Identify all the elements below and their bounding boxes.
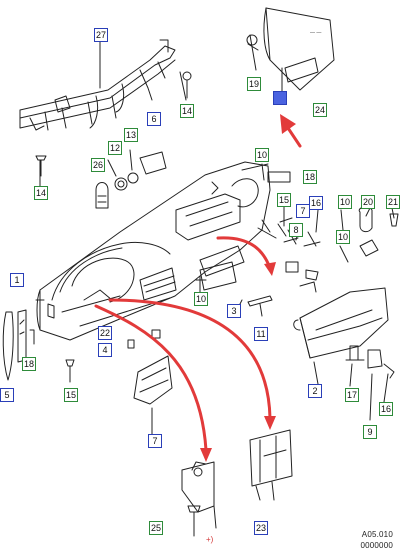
callout-16: 16 — [309, 196, 323, 210]
callout-1: 1 — [10, 273, 24, 287]
callout-selected[interactable] — [273, 91, 287, 105]
callout-10: 10 — [255, 148, 269, 162]
bracket-right-drawing — [249, 429, 293, 501]
callout-7: 7 — [296, 204, 310, 218]
callout-22: 22 — [98, 326, 112, 340]
storage-cover-drawing: — — — [263, 7, 335, 91]
callout-17: 17 — [345, 388, 359, 402]
glovebox-drawing — [293, 287, 389, 359]
callout-7: 7 — [148, 434, 162, 448]
callout-8: 8 — [289, 223, 303, 237]
bracket-left-drawing — [181, 461, 215, 513]
callout-10: 10 — [338, 195, 352, 209]
callout-23: 23 — [254, 521, 268, 535]
callout-12: 12 — [108, 141, 122, 155]
lower-panel-drawing — [133, 355, 173, 405]
callout-3: 3 — [227, 304, 241, 318]
cross-member-drawing — [19, 39, 176, 131]
callout-18: 18 — [303, 170, 317, 184]
callout-14: 14 — [34, 186, 48, 200]
callout-20: 20 — [361, 195, 375, 209]
callout-15: 15 — [277, 193, 291, 207]
svg-text:— —: — — — [310, 30, 321, 36]
callout-19: 19 — [247, 77, 261, 91]
callout-11: 11 — [254, 327, 268, 341]
callout-16: 16 — [379, 402, 393, 416]
callout-4: 4 — [98, 343, 112, 357]
callout-25: 25 — [149, 521, 163, 535]
callout-6: 6 — [147, 112, 161, 126]
callout-10: 10 — [194, 292, 208, 306]
callout-21: 21 — [386, 195, 400, 209]
callout-27: 27 — [94, 28, 108, 42]
diagram-number: 0000000 — [360, 541, 393, 550]
callout-13: 13 — [124, 128, 138, 142]
footnote-mark: +) — [206, 535, 214, 544]
callout-26: 26 — [91, 158, 105, 172]
callout-5: 5 — [0, 388, 14, 402]
callout-9: 9 — [363, 425, 377, 439]
callout-10: 10 — [336, 230, 350, 244]
callout-18: 18 — [22, 357, 36, 371]
callout-2: 2 — [308, 384, 322, 398]
diagram-reference: A05.010 — [361, 530, 393, 539]
callout-14: 14 — [180, 104, 194, 118]
callout-24: 24 — [313, 103, 327, 117]
callout-15: 15 — [64, 388, 78, 402]
